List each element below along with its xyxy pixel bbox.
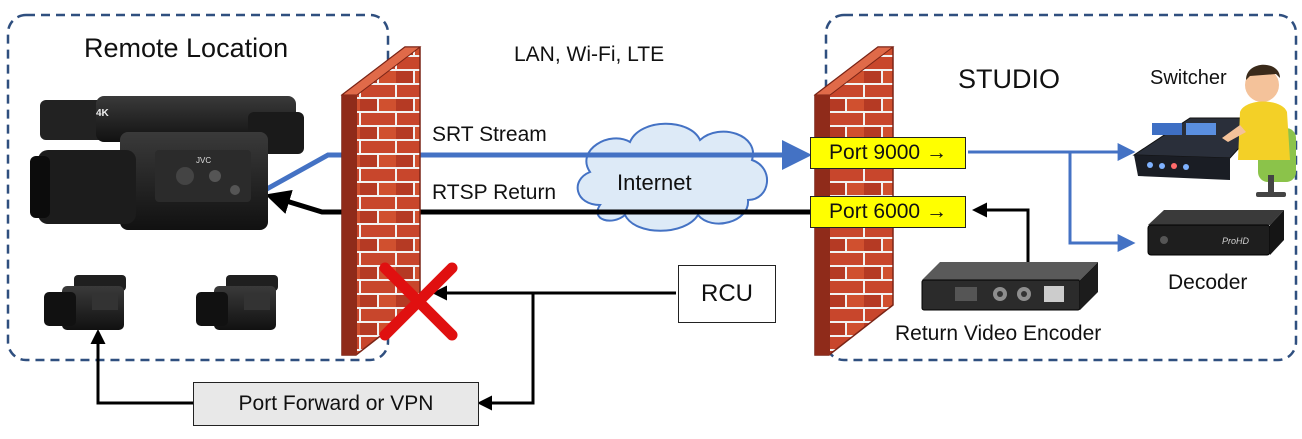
camera-brand-text: JVC (196, 156, 211, 165)
encoder-icon (921, 262, 1098, 311)
main-camera-icon: JVC 4K (30, 96, 304, 230)
cloud-label: Internet (617, 170, 692, 195)
decoder-brand-text: ProHD (1222, 236, 1250, 246)
small-camera-icon (44, 275, 126, 330)
rtsp-return-label: RTSP Return (432, 181, 557, 204)
rtsp-return-line (265, 189, 812, 215)
encoder-label: Return Video Encoder (895, 322, 1102, 345)
small-camera-icon (196, 275, 278, 330)
rcu-box: RCU (678, 265, 776, 323)
srt-stream-label: SRT Stream (432, 123, 547, 146)
decoder-label: Decoder (1168, 271, 1248, 294)
switcher-icon (1132, 117, 1268, 180)
remote-location-title: Remote Location (84, 33, 289, 63)
operator-icon (1222, 64, 1296, 197)
forward-to-camera-line (90, 329, 193, 405)
encoder-to-port-line (972, 202, 1030, 262)
port-forward-box: Port Forward or VPN (193, 382, 479, 426)
studio-title: STUDIO (958, 64, 1061, 94)
rcu-forward-line (477, 293, 535, 411)
decoder-feed-line (1068, 152, 1136, 252)
srt-stream-line (263, 140, 812, 193)
port-6000-box: Port 6000 → (810, 196, 966, 228)
port-9000-box: Port 9000 → (810, 137, 966, 169)
network-label: LAN, Wi-Fi, LTE (514, 43, 665, 66)
camera-badge-text: 4K (96, 108, 110, 119)
blocked-cross-icon (379, 262, 458, 341)
switcher-label: Switcher (1150, 67, 1227, 89)
decoder-icon: ProHD (1147, 210, 1284, 256)
